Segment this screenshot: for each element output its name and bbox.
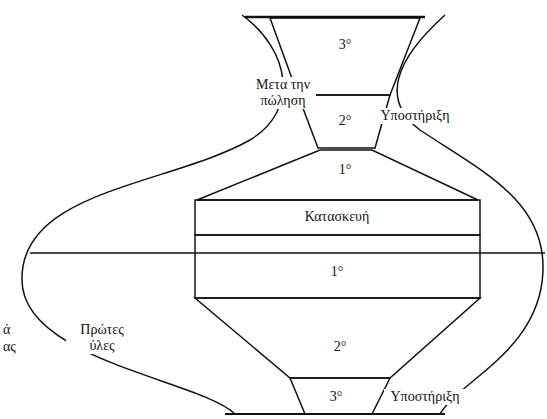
- level-trapezoid: 2°: [195, 298, 480, 378]
- shape-polygon: [290, 378, 390, 414]
- level-text: 2°: [334, 339, 347, 354]
- level-text: 3°: [330, 389, 343, 404]
- level-text: 1°: [331, 264, 344, 279]
- level-text: 3°: [339, 37, 352, 52]
- level-box: 1°: [195, 235, 480, 298]
- shape-outline: [195, 298, 480, 378]
- vase-outline-left: [22, 15, 283, 414]
- side-label: ας: [2, 339, 17, 355]
- side-label: Υποστήριξη: [384, 389, 466, 405]
- vase-outline-right: [397, 15, 543, 414]
- level-trapezoid: 1°: [197, 150, 478, 200]
- side-label: Πρώτες ύλες: [66, 322, 138, 354]
- construction-box: Κατασκευή: [195, 200, 480, 235]
- level-text: Κατασκευή: [305, 209, 370, 224]
- shape-outline: [197, 150, 478, 200]
- shape-polygon: [197, 150, 478, 200]
- level-text: 1°: [339, 162, 352, 177]
- shape-polygon: [195, 200, 480, 235]
- side-label: ά: [2, 322, 11, 338]
- level-text: 2°: [339, 113, 352, 128]
- level-trapezoid: 3°: [290, 378, 390, 414]
- side-label: Μετα την πώληση: [250, 77, 316, 109]
- side-label: Υποστήριξη: [374, 108, 456, 124]
- divider-line: [30, 252, 545, 254]
- shape-polygon: [195, 235, 480, 298]
- shape-polygon: [195, 298, 480, 378]
